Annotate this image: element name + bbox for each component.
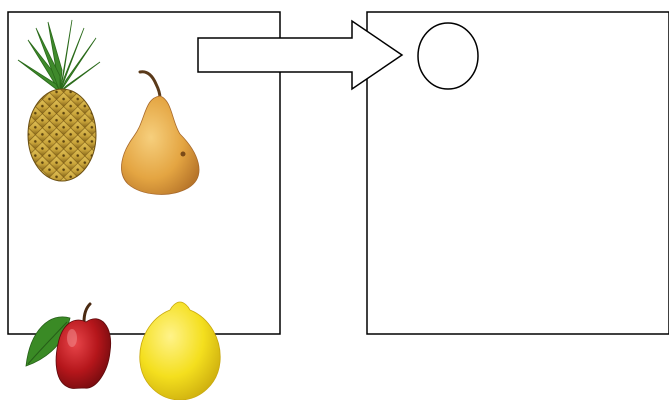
target-panel [366, 11, 669, 335]
right-arrow [197, 19, 404, 91]
circle-icon [417, 22, 479, 90]
source-panel [7, 11, 281, 335]
pineapple-icon [17, 19, 101, 182]
apple-icon [25, 302, 112, 389]
pear-icon [121, 70, 200, 195]
lemon-icon [139, 301, 221, 400]
